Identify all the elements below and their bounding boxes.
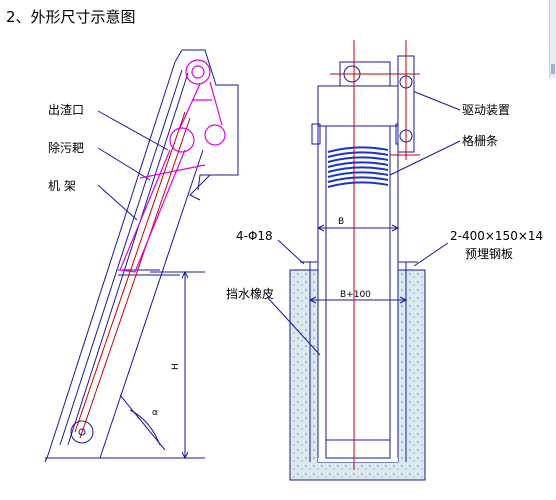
- label-grate: 格栅条: [462, 133, 498, 148]
- dim-angle: α: [152, 408, 158, 418]
- left-view: [44, 49, 239, 463]
- scrollbar[interactable]: [549, 0, 556, 78]
- label-plate-name: 预埋钢板: [465, 247, 513, 261]
- center-lines: [330, 40, 420, 470]
- label-frame: 机 架: [48, 179, 76, 193]
- page-title: 2、外形尺寸示意图: [6, 8, 136, 26]
- right-frame: [267, 85, 461, 462]
- label-outlet: 出渣口: [48, 103, 84, 117]
- dim-h: H: [171, 363, 181, 370]
- label-plate: 2-400×150×14: [450, 229, 543, 243]
- dim-b: B: [338, 217, 344, 227]
- drive-motor: [339, 55, 415, 153]
- dim-b100: B+100: [340, 290, 371, 300]
- left-rake: [119, 59, 226, 273]
- bottom-sprocket: [70, 420, 94, 444]
- label-seal: 挡水橡皮: [226, 287, 274, 301]
- scrollbar-thumb[interactable]: [551, 64, 555, 74]
- grate-bars: [327, 146, 389, 188]
- label-drive: 驱动装置: [462, 103, 510, 117]
- label-rake: 除污耙: [48, 140, 84, 155]
- label-bolt: 4-Φ18: [236, 229, 273, 243]
